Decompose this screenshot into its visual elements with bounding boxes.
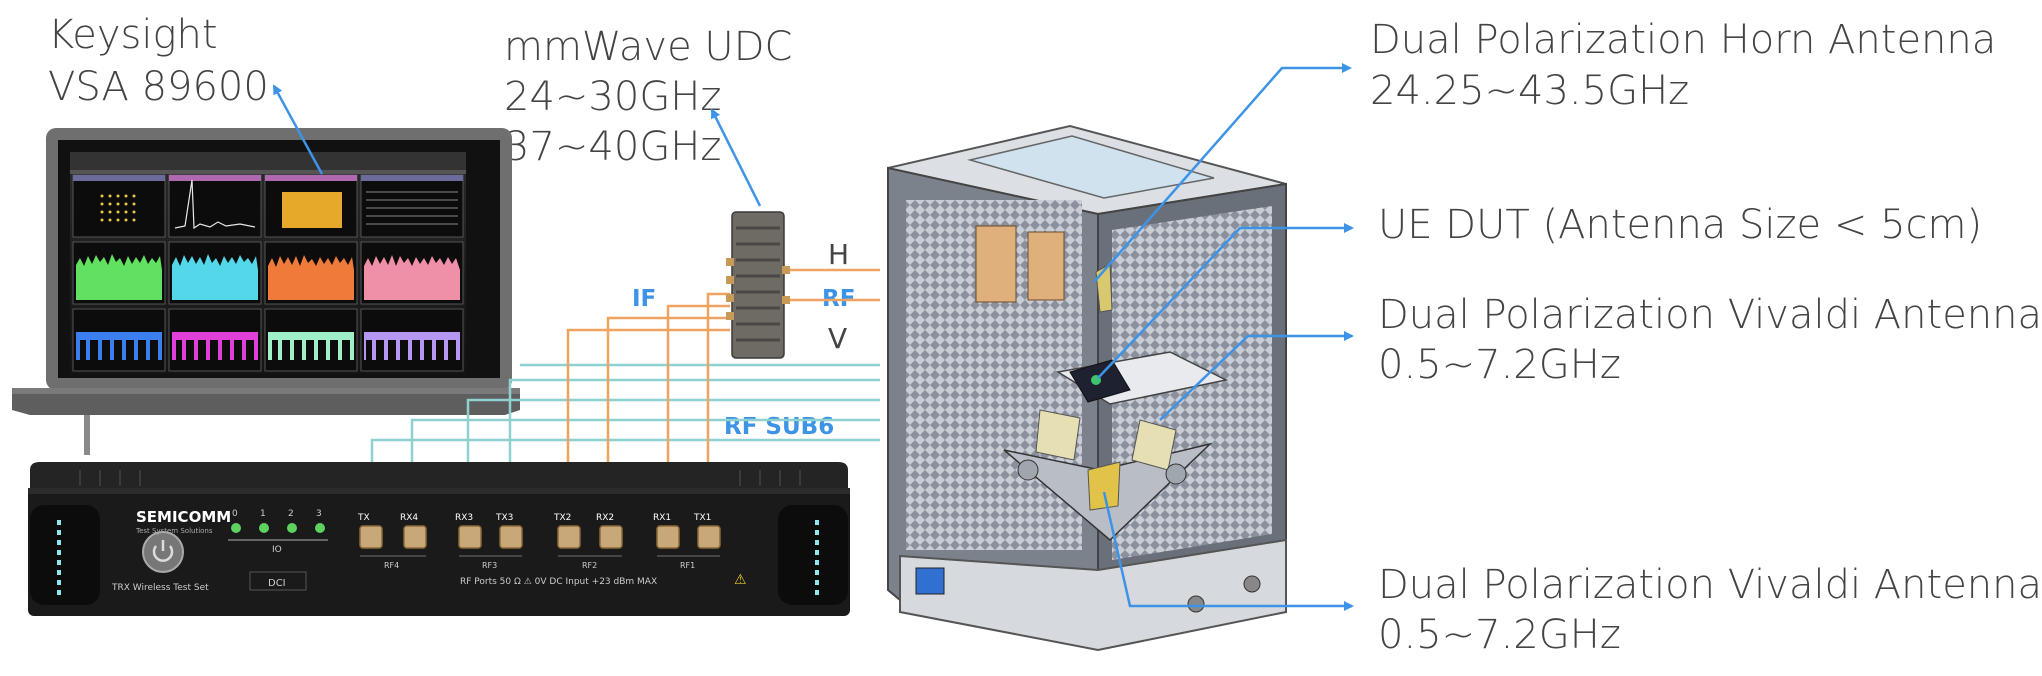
udc-box	[726, 211, 790, 359]
port-label-rx4: RX4	[400, 513, 418, 523]
rf-sub6-signal-label: RF SUB6	[724, 414, 835, 440]
port-label-rx1: RX1	[653, 513, 671, 523]
power-button	[142, 531, 184, 573]
group-label-rf4: RF4	[384, 561, 399, 570]
vivaldi-bottom-label-line2: 0.5~7.2GHz	[1378, 612, 1621, 658]
vivaldi-top-label-line1: Dual Polarization Vivaldi Antenna	[1378, 292, 2042, 338]
analyzer-label-line2: VSA 89600	[48, 64, 269, 110]
svg-text:⚠: ⚠	[734, 572, 747, 588]
setup-diagram: ⚠	[12, 63, 1354, 652]
laptop	[12, 128, 520, 455]
vivaldi-top-label-line2: 0.5~7.2GHz	[1378, 342, 1621, 388]
port-label-tx3: TX3	[495, 513, 513, 523]
test-set-model: TRX Wireless Test Set	[111, 583, 209, 593]
test-chamber	[887, 124, 1287, 652]
horn-antenna-label-line1: Dual Polarization Horn Antenna	[1370, 17, 1997, 63]
analyzer-arrow	[272, 84, 324, 175]
horn-antenna-label-line2: 24.25~43.5GHz	[1370, 68, 1690, 114]
group-label-rf2: RF2	[582, 561, 597, 570]
port-number-1: 1	[260, 509, 266, 519]
test-set-brand: SEMICOMM	[136, 508, 231, 526]
udc-label-line2: 24~30GHz	[504, 74, 722, 120]
port-label-rx2: RX2	[596, 513, 614, 523]
v-polarization-label: V	[828, 322, 848, 355]
port-label-rx3: RX3	[455, 513, 473, 523]
vsa-trace-panels	[72, 174, 464, 372]
h-polarization-label: H	[828, 238, 850, 271]
dci-label: DCI	[268, 578, 286, 589]
callout-arrows	[272, 63, 1354, 611]
port-label-tx1: TX1	[693, 513, 711, 523]
udc-label-line3: 37~40GHz	[504, 124, 722, 170]
port-number-0: 0	[232, 509, 238, 519]
vivaldi-bottom-label-line1: Dual Polarization Vivaldi Antenna	[1378, 562, 2042, 608]
port-number-2: 2	[288, 509, 294, 519]
horn-arrow	[1093, 63, 1352, 283]
ue-arrow	[1097, 223, 1354, 379]
analyzer-label-line1: Keysight	[48, 12, 218, 58]
test-set-brand-sub: Test System Solutions	[135, 527, 213, 535]
io-label: IO	[272, 545, 282, 555]
ue-dut-label: UE DUT (Antenna Size < 5cm)	[1378, 202, 1983, 248]
port-label-tx: TX	[357, 513, 370, 523]
port-label-tx2: TX2	[553, 513, 571, 523]
vivaldi-bottom-arrow	[1102, 491, 1354, 611]
vivaldi-top-arrow	[1159, 331, 1354, 421]
test-set: ⚠	[28, 462, 850, 616]
group-label-rf3: RF3	[482, 561, 497, 570]
group-label-rf1: RF1	[680, 561, 695, 570]
port-number-3: 3	[316, 509, 322, 519]
if-signal-label: IF	[632, 286, 657, 312]
udc-label-line1: mmWave UDC	[504, 24, 793, 70]
rf-ports	[359, 525, 721, 549]
rf-port-warning: RF Ports 50 Ω ⚠ 0V DC Input +23 dBm MAX	[460, 577, 657, 587]
udc-arrow	[710, 108, 762, 207]
status-leds	[231, 523, 325, 533]
